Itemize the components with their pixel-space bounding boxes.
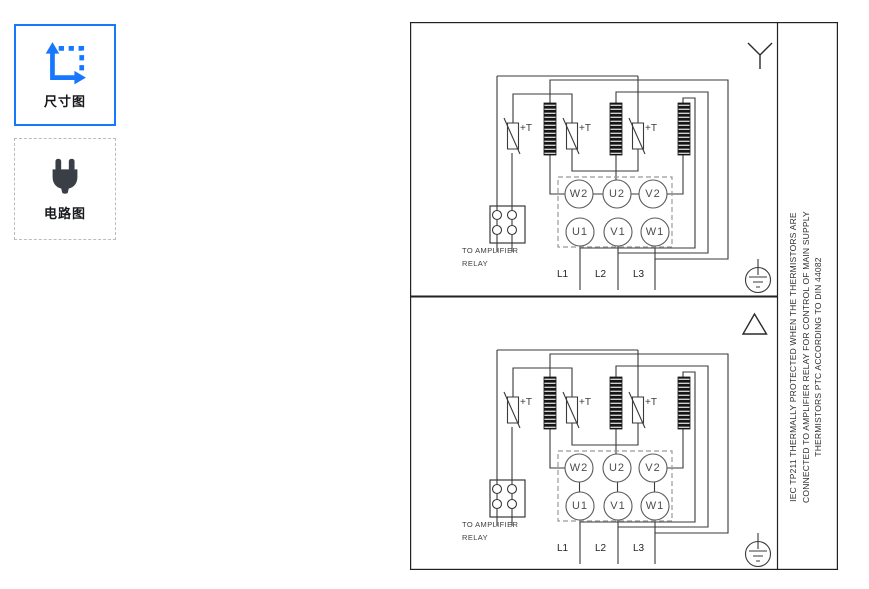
terminal-w1: W1 xyxy=(645,226,665,238)
terminal-u1: U1 xyxy=(571,226,589,238)
terminal-w2: W2 xyxy=(569,188,589,200)
sidebar-thumbnail-circuit-diagram[interactable]: 电路图 xyxy=(14,138,116,240)
terminal-v1: V1 xyxy=(610,226,626,238)
thermistor-label: +T xyxy=(579,397,591,408)
connection-note: IEC TP211 THERMALLY PROTECTED WHEN THE T… xyxy=(788,211,823,503)
sidebar-thumbnail-dimension-drawing[interactable]: 尺寸图 xyxy=(14,24,116,126)
terminal-v1: V1 xyxy=(610,500,626,512)
dimensions-icon xyxy=(45,42,86,85)
terminal-w2: W2 xyxy=(569,462,589,474)
thumbnail-label-dimension: 尺寸图 xyxy=(43,94,86,109)
terminal-w1: W1 xyxy=(645,500,665,512)
supply-label-l3: L3 xyxy=(633,543,645,554)
thermistor-label: +T xyxy=(520,123,532,134)
star-diagram: W2 U2 V2 U1 V1 W1 +T +T +T TO AMPLIFIER … xyxy=(410,22,777,296)
supply-label-l2: L2 xyxy=(595,543,607,554)
thermistor-label: +T xyxy=(520,397,532,408)
wiring-diagram-figure: W2 U2 V2 U1 V1 W1 +T +T +T TO AMPLIFIER … xyxy=(410,22,838,570)
wiring-diagram-canvas xyxy=(410,22,838,570)
terminal-v2: V2 xyxy=(645,188,661,200)
supply-label-l3: L3 xyxy=(633,269,645,280)
plug-icon xyxy=(52,158,78,194)
star-icon xyxy=(747,42,773,69)
terminal-u1: U1 xyxy=(571,500,589,512)
terminal-v2: V2 xyxy=(645,462,661,474)
delta-icon xyxy=(741,312,768,335)
terminal-u2: U2 xyxy=(608,188,626,200)
thumbnail-label-circuit: 电路图 xyxy=(43,206,86,221)
thermistor-label: +T xyxy=(579,123,591,134)
terminal-u2: U2 xyxy=(608,462,626,474)
supply-label-l1: L1 xyxy=(557,543,569,554)
amplifier-relay-label: TO AMPLIFIER RELAY xyxy=(462,246,519,268)
delta-diagram: W2 U2 V2 U1 V1 W1 +T +T +T TO AMPLIFIER … xyxy=(410,296,777,570)
thermistor-label: +T xyxy=(645,397,657,408)
supply-label-l2: L2 xyxy=(595,269,607,280)
amplifier-relay-label: TO AMPLIFIER RELAY xyxy=(462,520,519,542)
supply-label-l1: L1 xyxy=(557,269,569,280)
thermistor-label: +T xyxy=(645,123,657,134)
